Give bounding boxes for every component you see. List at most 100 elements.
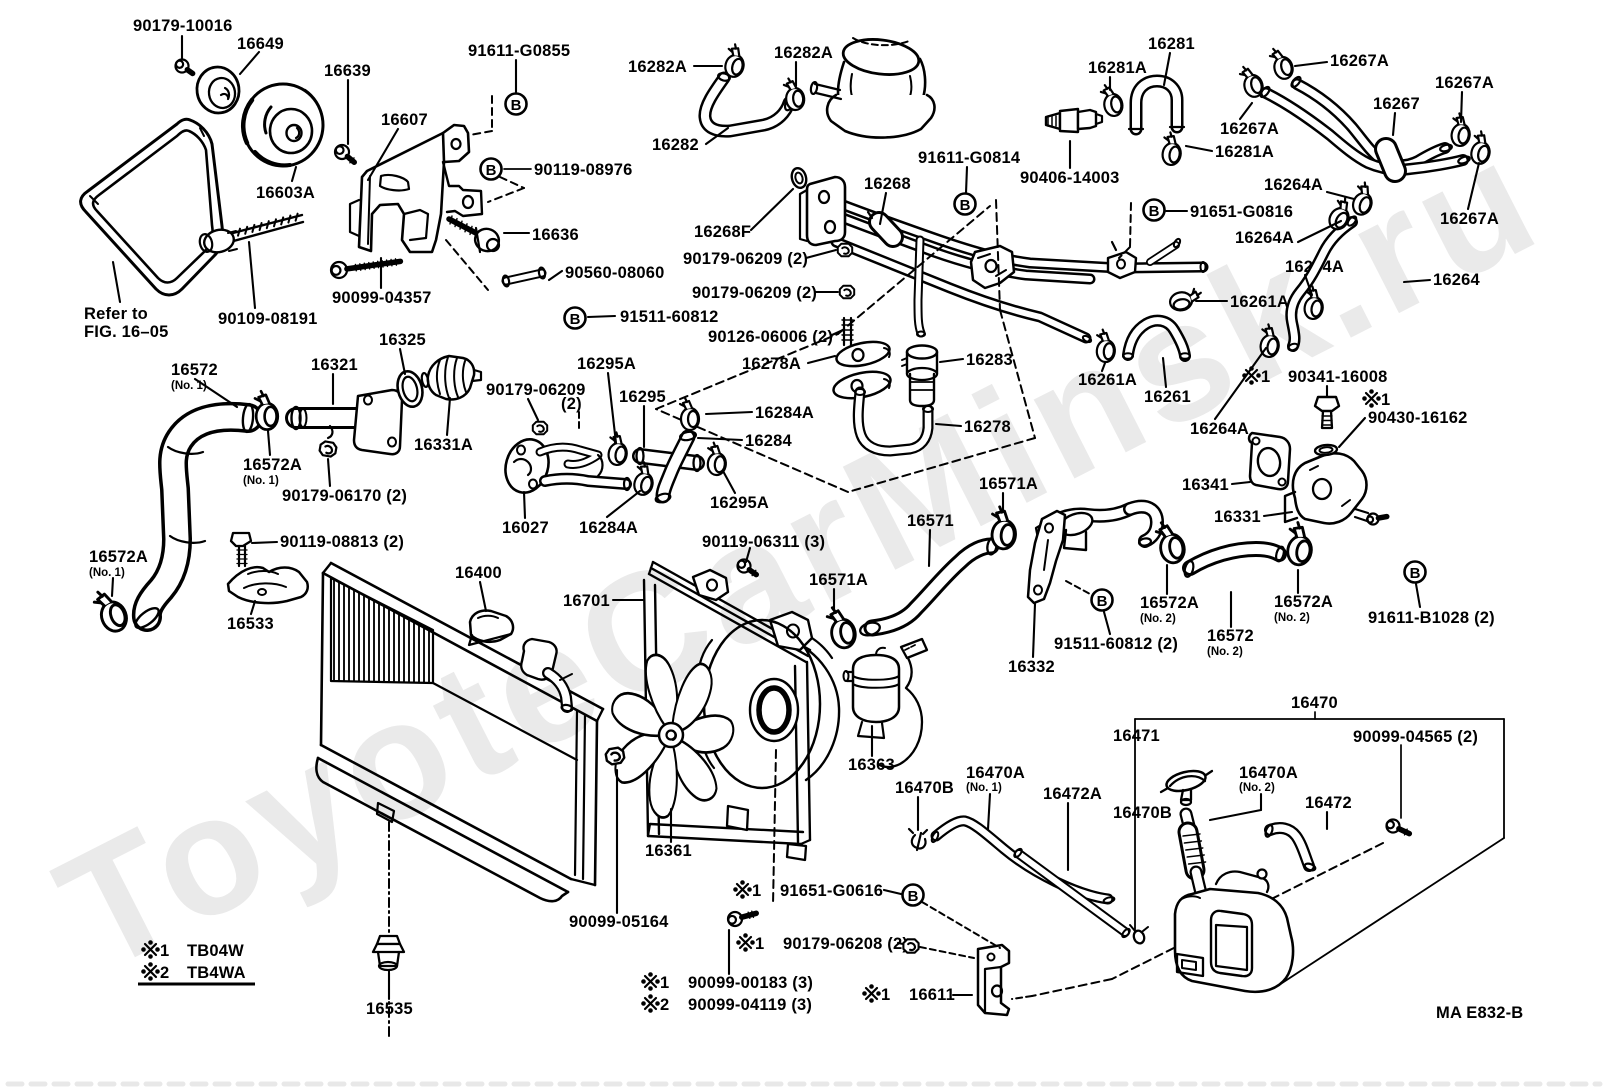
svg-text:16295A: 16295A bbox=[710, 494, 769, 512]
svg-text:90406-14003: 90406-14003 bbox=[1020, 169, 1119, 187]
svg-text:90099-00183 (3): 90099-00183 (3) bbox=[688, 974, 813, 992]
svg-text:16572: 16572 bbox=[1207, 627, 1254, 645]
svg-text:16332: 16332 bbox=[1008, 658, 1055, 676]
svg-text:B: B bbox=[960, 197, 971, 214]
svg-text:1: 1 bbox=[1261, 368, 1270, 386]
svg-text:16331: 16331 bbox=[1214, 508, 1261, 526]
svg-text:16325: 16325 bbox=[379, 331, 426, 349]
svg-text:90430-16162: 90430-16162 bbox=[1368, 409, 1467, 427]
svg-text:16278: 16278 bbox=[964, 418, 1011, 436]
svg-text:90179-06209 (2): 90179-06209 (2) bbox=[692, 284, 817, 302]
svg-text:B: B bbox=[486, 162, 497, 179]
svg-text:16267A: 16267A bbox=[1440, 210, 1499, 228]
svg-text:90119-08976: 90119-08976 bbox=[534, 161, 633, 179]
svg-text:16470B: 16470B bbox=[1113, 804, 1172, 822]
svg-text:(No. 2): (No. 2) bbox=[1207, 646, 1243, 658]
svg-text:16572A: 16572A bbox=[89, 548, 148, 566]
svg-text:90126-06006 (2): 90126-06006 (2) bbox=[708, 328, 833, 346]
svg-text:16533: 16533 bbox=[227, 615, 274, 633]
svg-text:(No. 1): (No. 1) bbox=[171, 380, 207, 392]
svg-text:1: 1 bbox=[160, 942, 169, 960]
svg-text:90179-06209: 90179-06209 bbox=[486, 381, 585, 399]
svg-text:(No. 2): (No. 2) bbox=[1274, 612, 1310, 624]
svg-text:16295A: 16295A bbox=[577, 355, 636, 373]
svg-text:TB04W: TB04W bbox=[187, 942, 244, 960]
svg-text:16470B: 16470B bbox=[895, 779, 954, 797]
svg-text:16261A: 16261A bbox=[1078, 371, 1137, 389]
svg-text:90179-10016: 90179-10016 bbox=[133, 17, 232, 35]
svg-text:90099-05164: 90099-05164 bbox=[569, 913, 669, 931]
svg-text:1: 1 bbox=[660, 974, 669, 992]
svg-text:16264: 16264 bbox=[1433, 271, 1481, 289]
svg-text:16701: 16701 bbox=[563, 592, 610, 610]
svg-text:16571A: 16571A bbox=[809, 571, 868, 589]
svg-text:B: B bbox=[908, 888, 919, 905]
svg-text:16282A: 16282A bbox=[628, 58, 687, 76]
svg-text:16639: 16639 bbox=[324, 62, 371, 80]
svg-text:91611-G0855: 91611-G0855 bbox=[468, 42, 570, 60]
svg-text:16607: 16607 bbox=[381, 111, 428, 129]
svg-text:16267A: 16267A bbox=[1330, 52, 1389, 70]
svg-text:91651-G0816: 91651-G0816 bbox=[1190, 203, 1293, 221]
svg-text:16331A: 16331A bbox=[414, 436, 473, 454]
svg-text:16267A: 16267A bbox=[1435, 74, 1494, 92]
svg-text:90099-04565 (2): 90099-04565 (2) bbox=[1353, 728, 1478, 746]
svg-text:16282A: 16282A bbox=[774, 44, 833, 62]
svg-text:16472A: 16472A bbox=[1043, 785, 1102, 803]
svg-text:91611-B1028 (2): 91611-B1028 (2) bbox=[1368, 609, 1495, 627]
svg-text:16281A: 16281A bbox=[1088, 59, 1147, 77]
svg-text:16572A: 16572A bbox=[243, 456, 302, 474]
svg-text:16264A: 16264A bbox=[1264, 176, 1323, 194]
svg-text:16284A: 16284A bbox=[579, 519, 638, 537]
svg-text:16284A: 16284A bbox=[755, 404, 814, 422]
svg-text:16284: 16284 bbox=[745, 432, 793, 450]
svg-text:B: B bbox=[1149, 203, 1160, 220]
svg-text:91511-60812 (2): 91511-60812 (2) bbox=[1054, 635, 1178, 653]
svg-text:90179-06208 (2): 90179-06208 (2) bbox=[783, 935, 908, 953]
svg-text:16470A: 16470A bbox=[1239, 764, 1298, 782]
svg-text:16571A: 16571A bbox=[979, 475, 1038, 493]
svg-text:(2): (2) bbox=[561, 395, 582, 413]
svg-text:TB4WA: TB4WA bbox=[187, 964, 246, 982]
svg-text:90179-06170 (2): 90179-06170 (2) bbox=[282, 487, 407, 505]
svg-text:16572: 16572 bbox=[171, 361, 218, 379]
svg-text:MA E832-B: MA E832-B bbox=[1436, 1004, 1523, 1022]
svg-text:90099-04119 (3): 90099-04119 (3) bbox=[688, 996, 812, 1014]
svg-text:2: 2 bbox=[660, 996, 669, 1014]
svg-text:90099-04357: 90099-04357 bbox=[332, 289, 431, 307]
svg-text:16321: 16321 bbox=[311, 356, 358, 374]
svg-text:16281: 16281 bbox=[1148, 35, 1195, 53]
svg-text:16571: 16571 bbox=[907, 512, 954, 530]
svg-text:90341-16008: 90341-16008 bbox=[1288, 368, 1387, 386]
svg-text:16400: 16400 bbox=[455, 564, 502, 582]
svg-text:B: B bbox=[511, 97, 522, 114]
svg-text:16282: 16282 bbox=[652, 136, 699, 154]
svg-text:16572A: 16572A bbox=[1274, 593, 1333, 611]
svg-text:Refer to: Refer to bbox=[84, 305, 148, 323]
svg-text:B: B bbox=[1410, 565, 1421, 582]
svg-text:16470A: 16470A bbox=[966, 764, 1025, 782]
svg-text:16261: 16261 bbox=[1144, 388, 1191, 406]
svg-text:16572A: 16572A bbox=[1140, 594, 1199, 612]
svg-text:16268: 16268 bbox=[864, 175, 911, 193]
svg-text:B: B bbox=[570, 311, 581, 328]
svg-text:16268F: 16268F bbox=[694, 223, 751, 241]
svg-text:16636: 16636 bbox=[532, 226, 579, 244]
svg-text:1: 1 bbox=[881, 986, 890, 1004]
svg-text:(No. 1): (No. 1) bbox=[243, 475, 279, 487]
svg-text:(No. 1): (No. 1) bbox=[966, 782, 1002, 794]
svg-text:16471: 16471 bbox=[1113, 727, 1160, 745]
svg-text:16472: 16472 bbox=[1305, 794, 1352, 812]
svg-text:16603A: 16603A bbox=[256, 184, 315, 202]
svg-text:16295: 16295 bbox=[619, 388, 666, 406]
svg-text:1: 1 bbox=[755, 935, 764, 953]
svg-text:16281A: 16281A bbox=[1215, 143, 1274, 161]
svg-text:90560-08060: 90560-08060 bbox=[565, 264, 664, 282]
svg-text:90119-08813 (2): 90119-08813 (2) bbox=[280, 533, 404, 551]
svg-text:90109-08191: 90109-08191 bbox=[218, 310, 317, 328]
svg-text:FIG. 16–05: FIG. 16–05 bbox=[84, 323, 169, 341]
svg-text:16264A: 16264A bbox=[1235, 229, 1294, 247]
svg-text:16363: 16363 bbox=[848, 756, 895, 774]
svg-text:(No. 2): (No. 2) bbox=[1239, 782, 1275, 794]
svg-text:(No. 1): (No. 1) bbox=[89, 567, 125, 579]
